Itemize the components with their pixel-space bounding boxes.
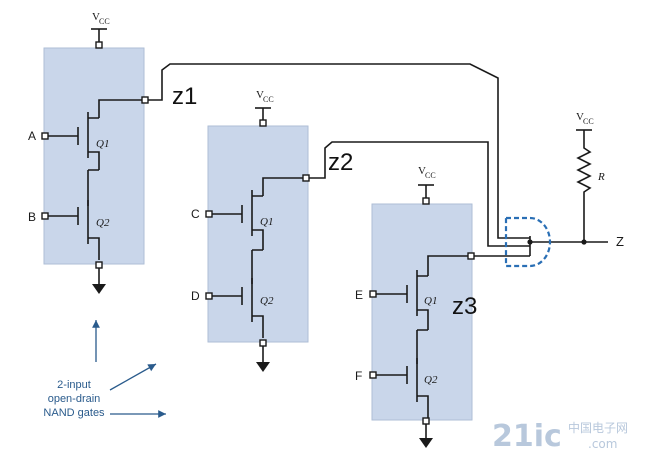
- pullup-vcc-label: V: [576, 111, 584, 123]
- gate-1-input-a-label: A: [28, 129, 36, 143]
- gate-2-output-pin: [302, 174, 310, 182]
- gate-2: V CC C Q1 D Q2: [191, 89, 310, 372]
- annotation-line-2: open-drain: [48, 393, 101, 405]
- annotation: 2-input open-drain NAND gates: [43, 320, 166, 419]
- gate-1-vcc-label: V: [92, 11, 100, 23]
- z1-label: z1: [172, 83, 197, 110]
- annotation-line-3: NAND gates: [43, 407, 105, 419]
- gate-2-vcc-pin: [259, 119, 267, 127]
- gate-2-box: [207, 125, 309, 343]
- gate-3-output-pin: [467, 252, 475, 260]
- resistor-label: R: [597, 171, 605, 183]
- gate-3-vcc-label: V: [418, 165, 426, 177]
- gate-3-input-e-pin: [369, 290, 377, 298]
- svg-text:CC: CC: [263, 95, 274, 104]
- gate-3-box: [371, 203, 473, 421]
- gate-1-q1-label: Q1: [96, 138, 109, 150]
- gate-2-q2-label: Q2: [260, 295, 274, 307]
- z2-wire: [309, 141, 530, 247]
- gate-1: V CC A Q1 B Q2: [28, 11, 149, 294]
- annotation-line-1: 2-input: [57, 379, 91, 391]
- svg-text:CC: CC: [99, 17, 110, 26]
- gate-3: V CC E Q1 F Q2: [355, 165, 475, 448]
- gate-2-vcc-label: V: [256, 89, 264, 101]
- svg-text:CC: CC: [425, 171, 436, 180]
- watermark-url-text: .com: [588, 437, 617, 451]
- pullup-resistor: [576, 130, 592, 242]
- z1-wire: [148, 63, 530, 239]
- gate-2-input-d-label: D: [191, 289, 200, 303]
- gate-1-vcc-pin: [95, 41, 103, 49]
- gate-1-box: [43, 47, 145, 265]
- gate-2-q1-label: Q1: [260, 216, 273, 228]
- gate-3-q1-label: Q1: [424, 295, 437, 307]
- gate-3-q2-label: Q2: [424, 374, 438, 386]
- z3-label: z3: [452, 293, 477, 320]
- gate-3-input-f-label: F: [355, 369, 362, 383]
- gate-3-input-f-pin: [369, 371, 377, 379]
- gate-2-ground-icon: [256, 362, 270, 372]
- gate-1-ground-icon: [92, 284, 106, 294]
- watermark-logo-text: 21ic: [492, 419, 562, 454]
- gate-1-input-b-pin: [41, 212, 49, 220]
- annotation-arrow-2: [109, 363, 157, 391]
- gate-1-q2-label: Q2: [96, 217, 110, 229]
- gate-2-input-c-pin: [205, 210, 213, 218]
- gate-1-input-a-pin: [41, 132, 49, 140]
- watermark-logo: 21ic 中国电子网 .com: [492, 419, 628, 454]
- svg-text:CC: CC: [583, 117, 594, 126]
- z2-label: z2: [328, 149, 353, 176]
- gate-3-ground-icon: [419, 438, 433, 448]
- gate-3-vcc-pin: [422, 197, 430, 205]
- z-output-label: Z: [616, 234, 624, 249]
- watermark-site-text: 中国电子网: [568, 420, 628, 435]
- gate-2-input-c-label: C: [191, 207, 200, 221]
- gate-2-input-d-pin: [205, 292, 213, 300]
- wired-and-symbol: [504, 216, 552, 268]
- gate-1-input-b-label: B: [28, 210, 36, 224]
- gate-3-input-e-label: E: [355, 288, 363, 302]
- gate-1-output-pin: [141, 96, 149, 104]
